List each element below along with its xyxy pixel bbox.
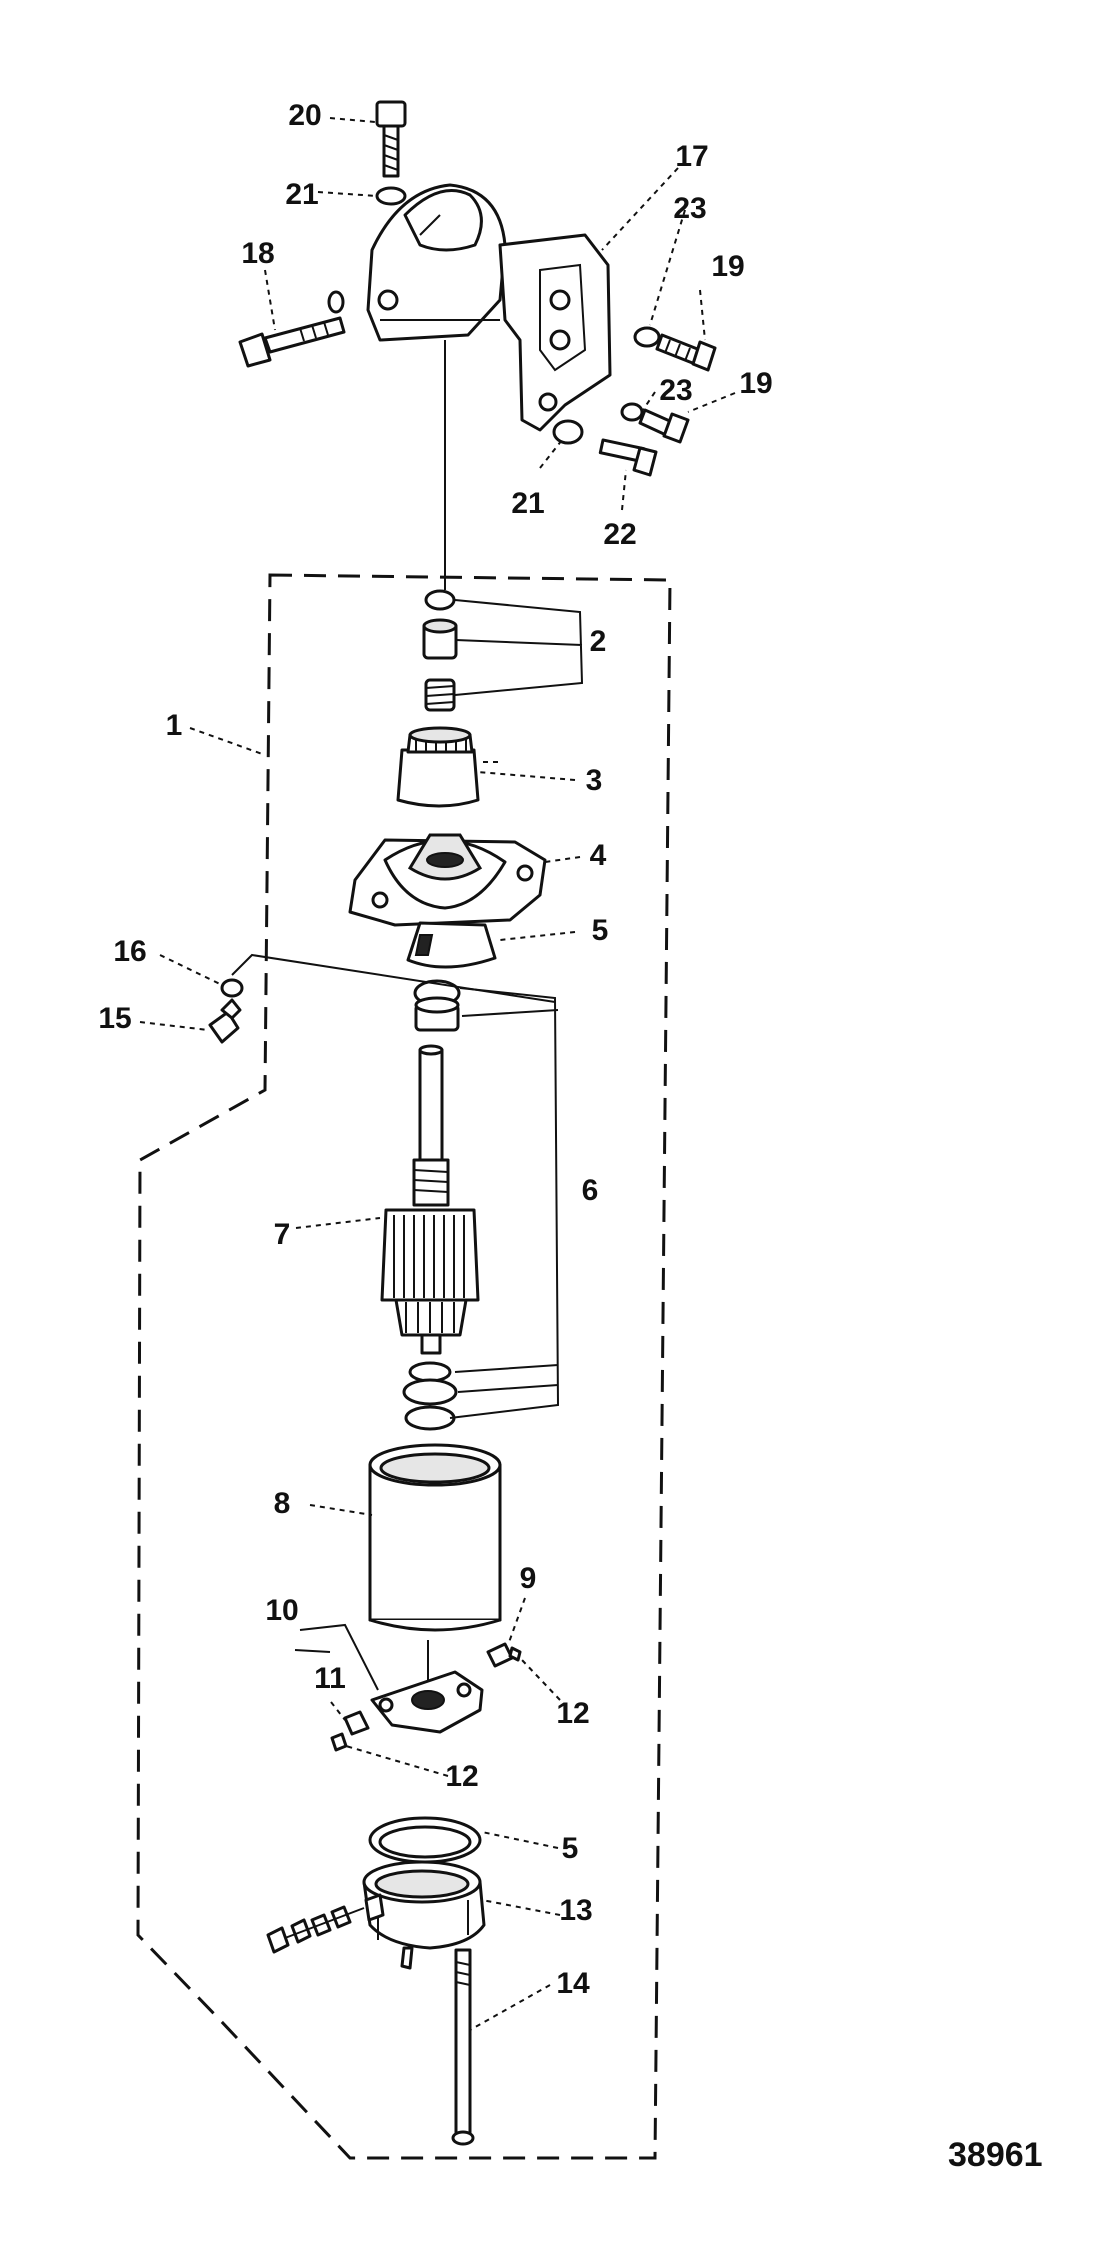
- thrust-washer-lower-1: [408, 1361, 452, 1383]
- mounting-bracket: [366, 183, 612, 432]
- callout-c23a: 23: [673, 192, 706, 225]
- thrust-washer-lower-2: [402, 1378, 458, 1406]
- drive-end-housing: [348, 833, 547, 969]
- brush-plate: [370, 1670, 484, 1734]
- callout-c13: 13: [559, 1894, 592, 1927]
- callout-c4: 4: [590, 839, 607, 872]
- bracket-10: [294, 1623, 379, 1691]
- callout-c12a: 12: [556, 1697, 589, 1730]
- callout-labels: 20 21 17 23 18 19 23 19 21 22 2 1 3 4 5 …: [98, 99, 772, 2000]
- callout-c11: 11: [314, 1662, 346, 1695]
- bolt-20: [375, 100, 407, 178]
- bracket-2: [454, 599, 584, 696]
- callout-c5b: 5: [562, 1832, 579, 1865]
- callout-c17: 17: [675, 140, 708, 173]
- callout-c20: 20: [288, 99, 321, 132]
- thrust-washer-lower-3: [404, 1405, 456, 1431]
- callout-c16: 16: [113, 935, 146, 968]
- commutator-end-housing: [362, 1860, 486, 1970]
- through-bolt: [451, 1948, 475, 2146]
- callout-c9: 9: [520, 1562, 537, 1595]
- drive-spring: [424, 678, 456, 712]
- terminal-hardware: [266, 1905, 365, 1954]
- drive-pinion: [396, 726, 480, 808]
- callout-c21a: 21: [285, 178, 318, 211]
- washer-21-lower: [552, 419, 584, 445]
- bolt-19-upper: [655, 333, 717, 372]
- armature: [380, 1044, 480, 1355]
- assembly-boundary-outline: [136, 573, 672, 2160]
- callout-c6: 6: [582, 1174, 599, 1207]
- leader-lines: [139, 117, 736, 2031]
- bolt-18: [238, 316, 346, 368]
- callout-c18: 18: [241, 237, 274, 270]
- bracket-6: [449, 987, 560, 1419]
- callout-c23b: 23: [659, 374, 692, 407]
- callout-c5a: 5: [592, 914, 609, 947]
- retaining-ring: [424, 589, 456, 611]
- callout-c7: 7: [274, 1218, 291, 1251]
- callout-c8: 8: [274, 1487, 291, 1520]
- callout-c22: 22: [603, 518, 636, 551]
- callout-c3: 3: [586, 764, 603, 797]
- bushing-upper: [414, 996, 460, 1032]
- callout-c10: 10: [265, 1594, 298, 1627]
- bolt-19-lower: [638, 408, 690, 444]
- brush-11: [343, 1710, 370, 1736]
- field-frame: [368, 1443, 502, 1632]
- brush-9: [486, 1642, 514, 1668]
- brush-spring-12-left: [330, 1732, 348, 1752]
- screw-15: [208, 998, 242, 1044]
- washer-18: [327, 290, 345, 314]
- callout-c19b: 19: [739, 367, 772, 400]
- bracket-16-link: [231, 953, 556, 1003]
- brush-spring-12-right: [508, 1646, 522, 1662]
- callout-c21b: 21: [511, 487, 544, 520]
- washer-23-lower: [620, 402, 644, 422]
- washer-16: [220, 978, 244, 998]
- callout-c15: 15: [98, 1002, 131, 1035]
- callout-c1: 1: [166, 709, 183, 742]
- end-seal-ring: [368, 1816, 482, 1864]
- drive-collar: [422, 618, 458, 660]
- callout-c2: 2: [590, 625, 607, 658]
- callout-c14: 14: [556, 1967, 590, 2000]
- figure-number: 38961: [948, 2136, 1043, 2174]
- washer-21-top: [375, 186, 407, 206]
- bolt-22: [598, 438, 658, 477]
- washer-23-upper: [633, 326, 661, 348]
- callout-c19a: 19: [711, 250, 744, 283]
- callout-c12b: 12: [445, 1760, 478, 1793]
